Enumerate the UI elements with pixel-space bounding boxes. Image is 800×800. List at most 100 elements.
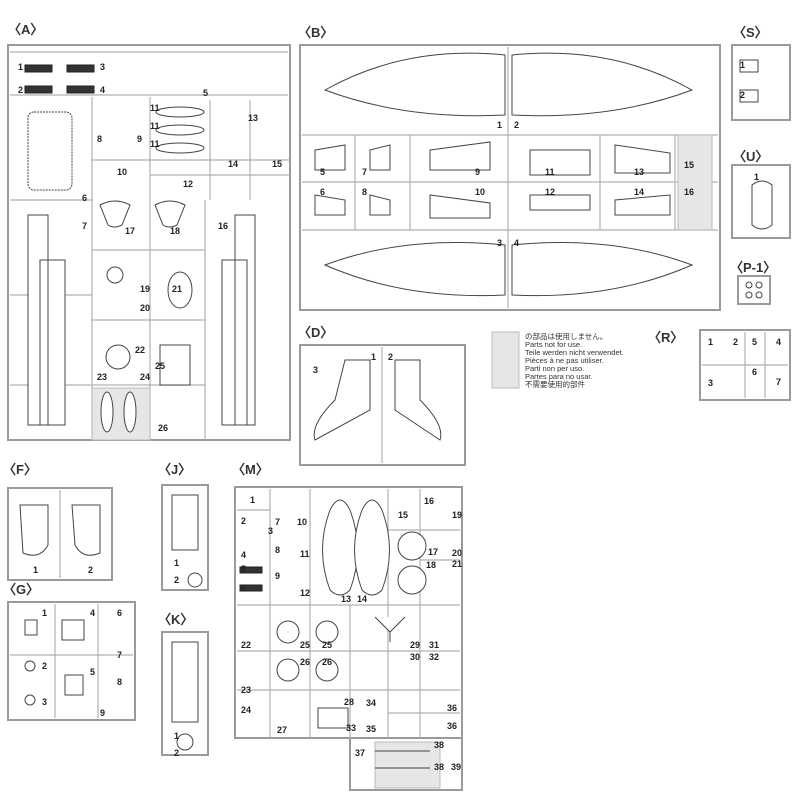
part-j1 <box>171 494 199 551</box>
sprue-label-u: 〈U〉 <box>733 149 768 164</box>
part-k2 <box>176 733 194 751</box>
part-number: 4 <box>776 337 781 347</box>
part-number: 7 <box>82 221 87 231</box>
part-number: 12 <box>545 187 555 197</box>
part-number: 3 <box>42 697 47 707</box>
part-number: 23 <box>241 685 251 695</box>
sprue-label-f: 〈F〉 <box>3 462 37 477</box>
sprue-label-b: 〈B〉 <box>298 25 333 40</box>
part-f2 <box>71 504 101 556</box>
part-number: 15 <box>684 160 694 170</box>
part-number: 33 <box>346 723 356 733</box>
part-u1-canopy <box>751 180 773 230</box>
legend-line: Teile werden nicht verwendet. <box>525 348 624 357</box>
part-number: 31 <box>429 640 439 650</box>
part-number: 5 <box>90 667 95 677</box>
unused-m-38 <box>374 741 441 789</box>
part-number: 24 <box>241 705 251 715</box>
part-number: 14 <box>228 159 238 169</box>
sprue-m-lower-frame <box>349 737 463 791</box>
part-b4-lower-wing-right <box>511 242 694 297</box>
part-number: 39 <box>451 762 461 772</box>
legend-line: Parts not for use. <box>525 340 582 349</box>
part-number: 21 <box>172 284 182 294</box>
part-m29 <box>374 616 406 642</box>
part-number: 6 <box>752 367 757 377</box>
part-number: 13 <box>248 113 258 123</box>
part-m6 <box>239 584 263 592</box>
part-a2 <box>24 85 53 94</box>
part-number: 11 <box>150 121 160 131</box>
sprue-g-frame <box>7 601 136 721</box>
part-number: 36 <box>447 721 457 731</box>
part-number: 22 <box>241 640 251 650</box>
part-number: 9 <box>475 167 480 177</box>
parts <box>19 52 773 769</box>
part-number: 38 <box>434 762 444 772</box>
legend-line: Pièces à ne pas utiliser. <box>525 356 604 365</box>
part-number: 2 <box>174 575 179 585</box>
part-a22 <box>105 344 131 370</box>
part-number: 25 <box>322 640 332 650</box>
sprue-label-g: 〈G〉 <box>3 582 39 597</box>
part-a7-fuselage-left <box>27 214 66 426</box>
sprue-f-frame <box>7 487 113 581</box>
part-p1 <box>745 281 753 289</box>
sprue-b-frame <box>299 44 721 311</box>
part-s1 <box>739 59 759 73</box>
part-number: 11 <box>150 139 160 149</box>
part-number: 1 <box>18 62 23 72</box>
part-number: 19 <box>140 284 150 294</box>
part-s2 <box>739 89 759 103</box>
part-number: 17 <box>125 226 135 236</box>
part-number: 9 <box>275 571 280 581</box>
part-number: 18 <box>170 226 180 236</box>
sprue-label-a: 〈A〉 <box>8 22 43 37</box>
sprue-label-p1: 〈P-1〉 <box>730 260 776 275</box>
part-number: 35 <box>366 724 376 734</box>
part-a4 <box>66 85 95 94</box>
part-a11 <box>155 142 205 154</box>
part-number: 36 <box>447 703 457 713</box>
part-number: 4 <box>90 608 95 618</box>
sprue-p1-frame <box>737 275 771 305</box>
part-number: 30 <box>410 652 420 662</box>
part-b1-upper-wing-left <box>323 52 506 117</box>
part-number: 1 <box>33 565 38 575</box>
part-number: 1 <box>42 608 47 618</box>
sprue-label-s: 〈S〉 <box>733 25 768 40</box>
part-number: 2 <box>388 352 393 362</box>
sprue-b-runners <box>302 47 718 308</box>
part-number: 17 <box>428 547 438 557</box>
part-m26 <box>276 658 300 682</box>
part-number: 37 <box>355 748 365 758</box>
part-number: 18 <box>426 560 436 570</box>
part-d2 <box>394 359 442 441</box>
part-number: 10 <box>475 187 485 197</box>
part-number: 34 <box>366 698 376 708</box>
part-b2-upper-wing-right <box>511 52 694 117</box>
part-number: 9 <box>137 134 142 144</box>
part-number: 16 <box>218 221 228 231</box>
part-number: 6 <box>82 193 87 203</box>
part-number: 20 <box>452 548 462 558</box>
sprue-d-frame <box>299 344 466 466</box>
sprue-label-m: 〈M〉 <box>232 462 269 477</box>
legend-swatch <box>491 331 520 389</box>
part-number: 4 <box>514 238 519 248</box>
part-p1 <box>745 291 753 299</box>
part-number: 6 <box>241 583 246 593</box>
part-number: 7 <box>275 517 280 527</box>
part-m13 <box>322 499 358 596</box>
part-number: 7 <box>362 167 367 177</box>
part-number: 4 <box>241 550 246 560</box>
sprue-label-j: 〈J〉 <box>158 462 191 477</box>
part-a1 <box>24 64 53 73</box>
part-b3-lower-wing-left <box>323 242 506 297</box>
unused-parts-legend: の部品は使用しません。Parts not for use.Teile werde… <box>525 331 624 389</box>
part-number: 2 <box>241 516 246 526</box>
part-number: 1 <box>174 558 179 568</box>
sprue-j-frame <box>161 484 209 591</box>
part-j2 <box>187 572 203 588</box>
part-m38 <box>375 750 430 769</box>
